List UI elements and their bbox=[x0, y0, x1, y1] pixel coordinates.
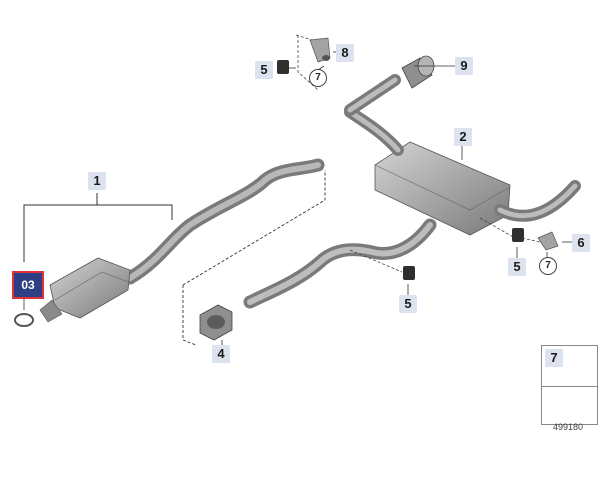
callout-part-6[interactable]: 6 bbox=[572, 234, 590, 252]
callout-part-8[interactable]: 8 bbox=[336, 44, 354, 62]
legend-box: 7 bbox=[541, 345, 598, 425]
callout-part-7-top[interactable]: 7 bbox=[309, 69, 327, 87]
callout-part-7-right[interactable]: 7 bbox=[539, 257, 557, 275]
rubber-mount-center bbox=[403, 266, 415, 280]
part1-bracket bbox=[23, 193, 173, 262]
rubber-mount-top bbox=[277, 60, 289, 74]
callout-part-5-top[interactable]: 5 bbox=[255, 61, 273, 79]
callout-part-5-center[interactable]: 5 bbox=[399, 295, 417, 313]
callout-part-1[interactable]: 1 bbox=[88, 172, 106, 190]
callout-part-2[interactable]: 2 bbox=[454, 128, 472, 146]
bracket-top bbox=[309, 37, 331, 63]
gasket-ring bbox=[14, 313, 34, 327]
part4-dashed-frame bbox=[182, 170, 326, 346]
bracket-right bbox=[537, 231, 559, 251]
tailpipe-tip bbox=[401, 55, 435, 89]
highlighted-callout-03[interactable]: 03 bbox=[12, 271, 44, 299]
rear-muffler bbox=[344, 74, 581, 236]
clamp bbox=[199, 304, 233, 341]
callout-part-4[interactable]: 4 bbox=[212, 345, 230, 363]
legend-callout-7[interactable]: 7 bbox=[545, 349, 563, 367]
rubber-mount-right bbox=[512, 228, 524, 242]
front-pipe-catalytic-converter bbox=[39, 158, 325, 323]
center-pipe bbox=[243, 218, 437, 309]
callout-part-9[interactable]: 9 bbox=[455, 57, 473, 75]
diagram-number: 499180 bbox=[553, 422, 584, 432]
dashed-guides bbox=[295, 34, 541, 273]
callout-part-5-right[interactable]: 5 bbox=[508, 258, 526, 276]
legend-divider bbox=[542, 386, 597, 387]
